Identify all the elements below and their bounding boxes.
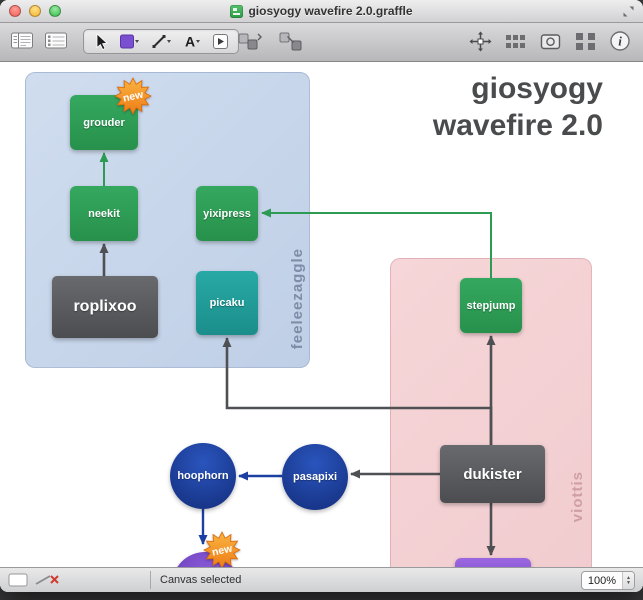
- fill-style-icon: [8, 573, 28, 587]
- selection-tool-button[interactable]: [93, 32, 108, 51]
- four-squares-icon: [576, 33, 595, 50]
- node-dukister-label: dukister: [463, 465, 522, 483]
- outline-view-icon: [45, 32, 67, 49]
- line-tool-button[interactable]: [151, 33, 172, 50]
- new-badge[interactable]: new: [113, 76, 153, 116]
- canvas[interactable]: giosyogy wavefire 2.0 feeleezaggle viott…: [0, 62, 643, 567]
- fullscreen-icon: [623, 6, 633, 16]
- node-pasapixi-label: pasapixi: [292, 471, 338, 483]
- title-area: giosyogy wavefire 2.0.graffle: [0, 0, 643, 22]
- graffle-doc-icon: [230, 4, 244, 18]
- node-stepjump-label: stepjump: [466, 299, 516, 312]
- canvas-size-button[interactable]: [469, 31, 492, 52]
- node-stepjump[interactable]: stepjump: [460, 278, 522, 333]
- new-badge-star: [203, 531, 241, 567]
- grid-arrange-button[interactable]: [504, 31, 527, 52]
- action-tool-icon: [213, 34, 228, 49]
- zoom-control[interactable]: 100% ▲ ▼: [580, 571, 635, 590]
- node-hoophorn-label: hoophorn: [177, 470, 229, 482]
- ungroup-icon: [279, 32, 302, 51]
- zoom-stepper-down-icon[interactable]: ▼: [626, 579, 631, 586]
- zoom-stepper[interactable]: ▲ ▼: [622, 572, 634, 589]
- group-button[interactable]: [236, 31, 262, 52]
- toolbar: A: [0, 23, 643, 62]
- text-tool-icon: A: [185, 34, 200, 50]
- camera-icon: [540, 34, 561, 50]
- group-viottis-label: viottis: [569, 471, 586, 523]
- selection-status: Canvas selected: [160, 574, 242, 586]
- statusbar-divider: [150, 571, 151, 589]
- status-bar: Canvas selected 100% ▲ ▼: [0, 567, 643, 592]
- new-badge-star: [114, 77, 152, 115]
- window-title: giosyogy wavefire 2.0.graffle: [248, 4, 413, 18]
- zoom-value: 100%: [587, 574, 617, 587]
- title-bar[interactable]: giosyogy wavefire 2.0.graffle: [0, 0, 643, 23]
- node-neekit-label: neekit: [88, 207, 120, 220]
- node-neekit[interactable]: neekit: [70, 186, 138, 241]
- inspector-buttons: [469, 31, 597, 52]
- node-pasapixi[interactable]: pasapixi: [282, 444, 348, 510]
- new-badge-label: new: [122, 89, 145, 105]
- crosshair-move-icon: [469, 31, 492, 52]
- layout-zoom-button[interactable]: [574, 31, 597, 52]
- sidebar-view-button[interactable]: [10, 31, 34, 50]
- node-partial-bottom-right[interactable]: [455, 558, 531, 567]
- ungroup-button[interactable]: [278, 31, 304, 52]
- grouping-buttons: [236, 31, 304, 52]
- action-tool-button[interactable]: [212, 33, 229, 50]
- cursor-icon: [96, 32, 108, 50]
- line-tool-icon: [152, 35, 171, 48]
- stroke-style-chip[interactable]: [34, 573, 60, 592]
- minimize-button[interactable]: [29, 5, 41, 17]
- node-yixipress[interactable]: yixipress: [196, 186, 258, 241]
- zoom-button[interactable]: [49, 5, 61, 17]
- snapshot-button[interactable]: [539, 31, 562, 52]
- info-icon: i: [610, 31, 630, 51]
- node-grouder-label: grouder: [83, 116, 125, 129]
- fullscreen-button[interactable]: [621, 4, 635, 18]
- canvas-title: giosyogy wavefire 2.0: [433, 70, 603, 144]
- shape-tool-icon: [120, 34, 139, 49]
- view-buttons: [10, 31, 68, 50]
- node-roplixoo[interactable]: roplixoo: [52, 276, 158, 338]
- close-button[interactable]: [9, 5, 21, 17]
- group-feeleezaggle-label: feeleezaggle: [289, 247, 306, 349]
- node-dukister[interactable]: dukister: [440, 445, 545, 503]
- window-controls: [9, 5, 61, 17]
- stroke-style-icon: [35, 575, 59, 585]
- text-tool-glyph: A: [185, 34, 195, 50]
- new-badge[interactable]: new: [202, 530, 242, 567]
- text-tool-button[interactable]: A: [183, 33, 201, 50]
- tool-palette: A: [83, 29, 239, 54]
- fill-style-chip[interactable]: [8, 573, 28, 592]
- node-yixipress-label: yixipress: [203, 207, 251, 220]
- sidebar-view-icon: [11, 32, 33, 49]
- inspector-info-button[interactable]: i: [609, 30, 631, 52]
- zoom-stepper-up-icon[interactable]: ▲: [626, 574, 631, 581]
- grid-icon: [506, 35, 525, 48]
- node-picaku[interactable]: picaku: [196, 271, 258, 335]
- canvas-title-line2: wavefire 2.0: [432, 109, 603, 142]
- group-icon: [238, 33, 262, 50]
- shape-tool-button[interactable]: [119, 33, 140, 50]
- node-picaku-label: picaku: [209, 297, 245, 309]
- node-hoophorn[interactable]: hoophorn: [170, 443, 236, 509]
- node-roplixoo-label: roplixoo: [73, 298, 137, 315]
- canvas-title-line1: giosyogy: [471, 72, 603, 105]
- info-glyph: i: [618, 34, 622, 49]
- outline-view-button[interactable]: [44, 31, 68, 50]
- new-badge-label: new: [211, 543, 234, 559]
